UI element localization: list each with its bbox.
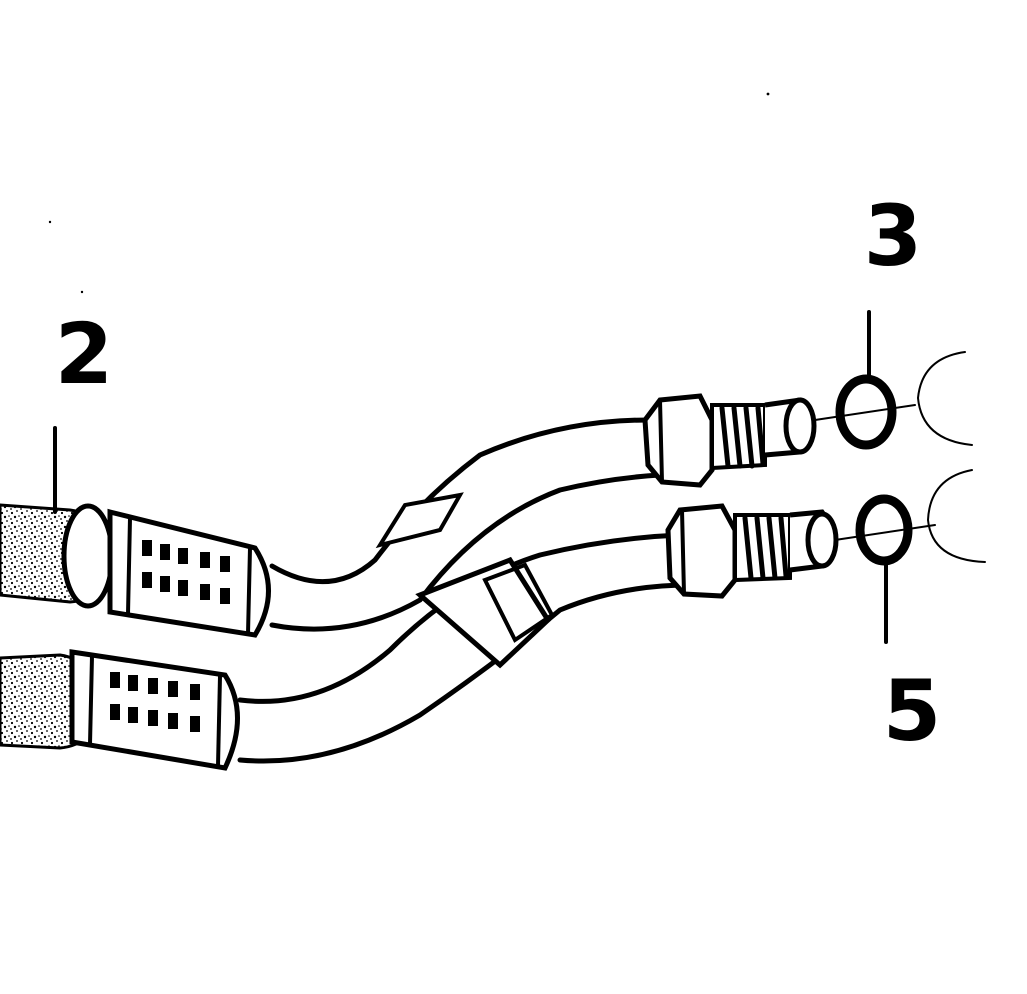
callout-3: 3 (864, 187, 922, 285)
lower-mating-port (927, 469, 986, 563)
lower-hose (0, 503, 839, 771)
upper-mating-port (917, 351, 973, 446)
upper-hose (0, 393, 817, 638)
tube-clamp (415, 556, 555, 669)
upper-sealing-washer (835, 374, 897, 450)
callout-5: 5 (883, 662, 941, 760)
upper-fitting-threads (710, 403, 767, 471)
lower-hose-ferrule (69, 649, 240, 771)
upper-hose-ferrule (107, 508, 271, 638)
callout-2: 2 (55, 305, 113, 403)
lower-fitting-threads (733, 513, 792, 583)
paper-specks (48, 92, 770, 294)
